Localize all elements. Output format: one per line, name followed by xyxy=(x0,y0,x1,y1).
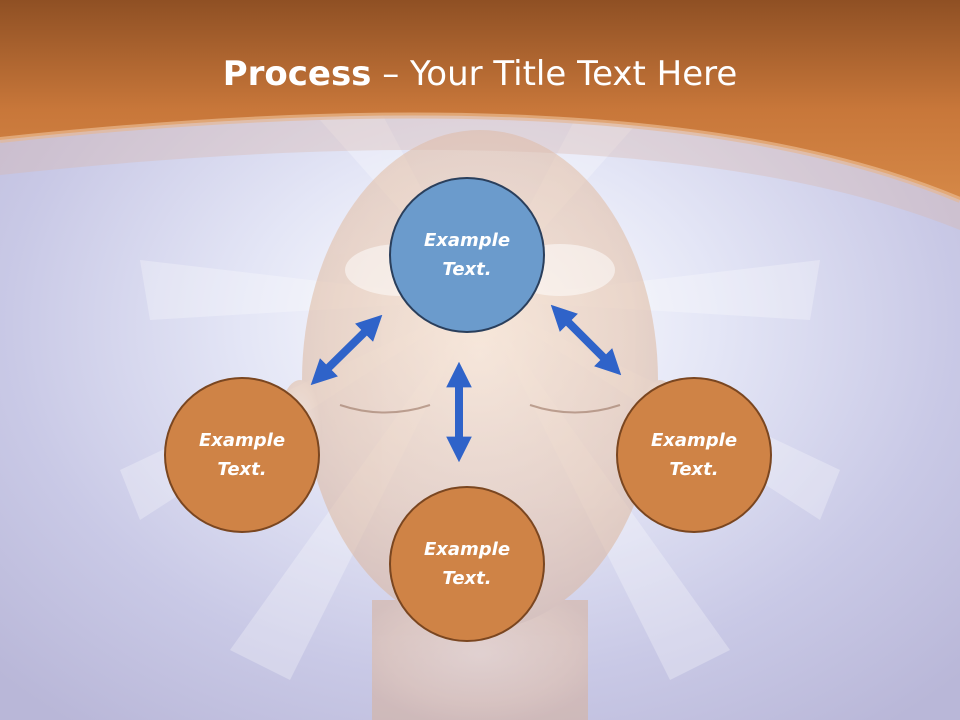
node-bottom: Example Text. xyxy=(389,486,545,642)
title-rest: – Your Title Text Here xyxy=(371,54,738,94)
node-left-text: Example Text. xyxy=(198,430,286,480)
node-bottom-text: Example Text. xyxy=(423,539,511,589)
node-right: Example Text. xyxy=(616,377,772,533)
arrow-top-right xyxy=(550,304,622,376)
node-top-text: Example Text. xyxy=(423,230,511,280)
title-bold: Process xyxy=(222,54,372,94)
node-left: Example Text. xyxy=(164,377,320,533)
slide-title: Process – Your Title Text Here xyxy=(0,50,960,98)
arrow-top-left xyxy=(310,314,383,386)
node-top: Example Text. xyxy=(389,177,545,333)
node-right-text: Example Text. xyxy=(650,430,738,480)
